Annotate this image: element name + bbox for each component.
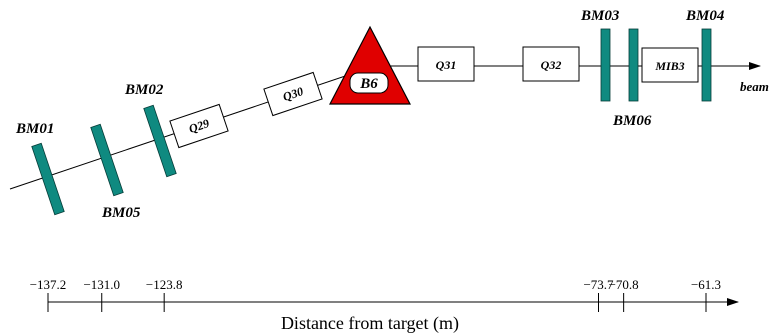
magnet-q31-label: Q31 [436, 58, 457, 72]
axis-tick-label: −131.0 [83, 277, 120, 292]
magnet-q32-label: Q32 [541, 58, 562, 72]
magnet-q31: Q31 [417, 46, 475, 82]
monitor-bm03 [600, 28, 611, 102]
monitor-bm04 [701, 28, 712, 102]
beam-label: beam [740, 79, 769, 94]
bm01-label: BM01 [15, 121, 54, 137]
monitor-bm05 [90, 123, 124, 197]
bm02-label: BM02 [124, 82, 164, 98]
magnet-q30: Q30 [263, 71, 323, 117]
monitor-bm01 [31, 142, 65, 216]
monitor-bm06 [628, 28, 639, 102]
monitor-bm02 [143, 104, 177, 178]
bend-magnet-b6: B6 [329, 25, 411, 105]
axis-tick-label: −61.3 [691, 277, 721, 292]
magnet-q29: Q29 [169, 103, 229, 149]
bm05-label: BM05 [101, 205, 141, 221]
axis-tick-label: −73.7 [583, 277, 614, 292]
bm06-label: BM06 [612, 113, 652, 129]
magnet-q29-label: Q29 [187, 116, 211, 136]
magnet-q30-label: Q30 [281, 84, 305, 104]
distance-axis-ticks: −137.2 −131.0 −123.8 −73.7−70.8 −61.3 [30, 277, 721, 312]
magnet-q32: Q32 [522, 46, 580, 82]
axis-tick-label: −70.8 [609, 277, 639, 292]
bm03-label: BM03 [580, 8, 620, 24]
bend-label: B6 [359, 76, 378, 92]
axis-tick-label: −123.8 [146, 277, 183, 292]
magnet-mib3: MIB3 [641, 47, 699, 83]
axis-tick-label: −137.2 [30, 277, 67, 292]
magnet-mib3-label: MIB3 [654, 59, 684, 73]
bm04-label: BM04 [685, 8, 725, 24]
axis-title: Distance from target (m) [281, 313, 459, 334]
